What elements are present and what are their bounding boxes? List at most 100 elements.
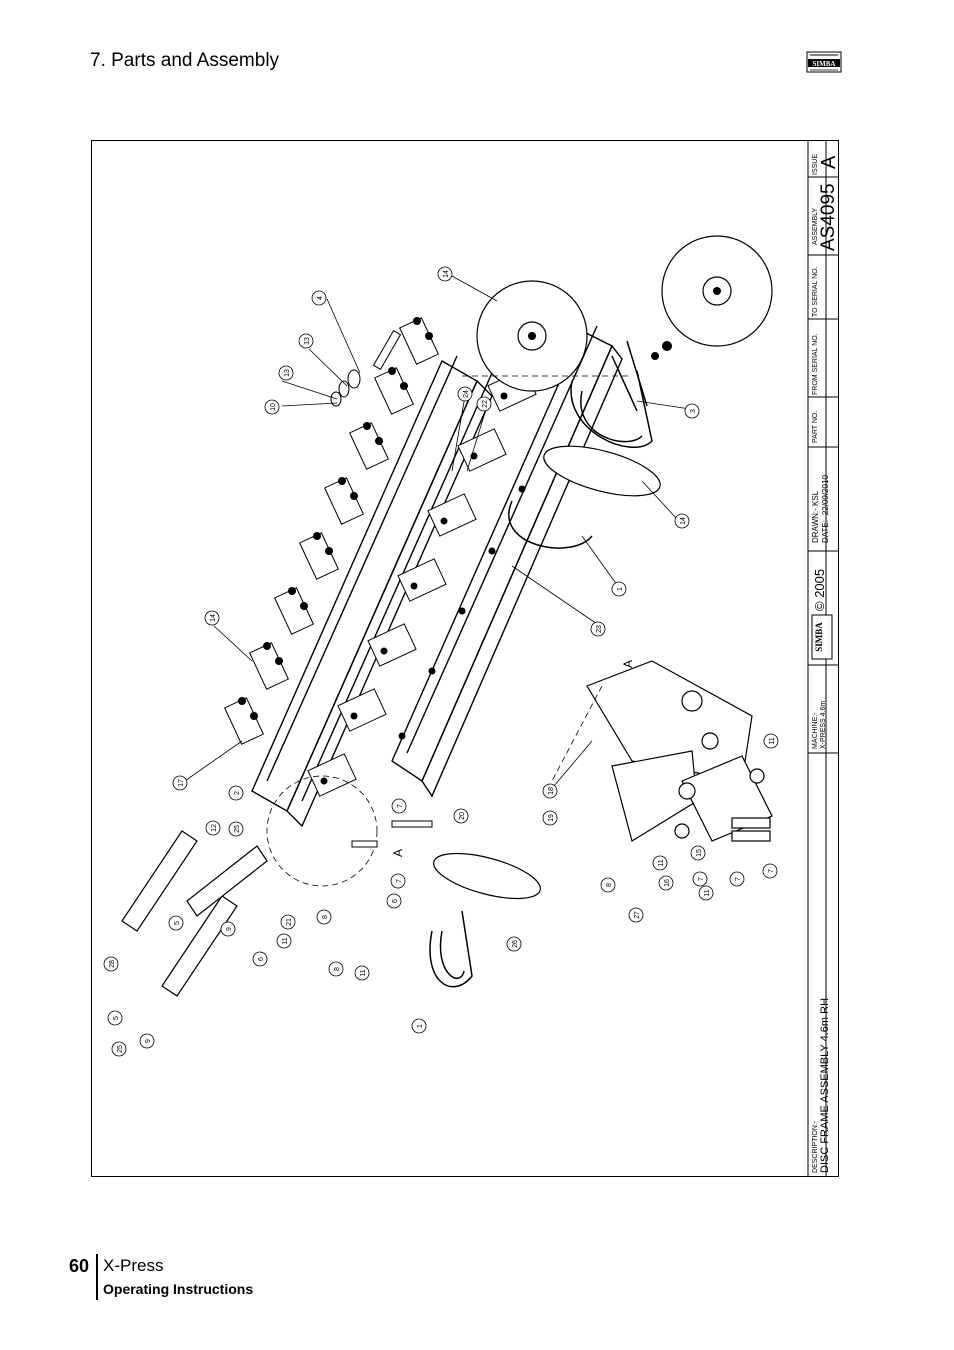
callout-label: 23 — [596, 625, 603, 633]
callout-label: 28 — [109, 960, 116, 968]
callout-13: 13 — [278, 365, 294, 381]
upper-brackets — [224, 317, 439, 745]
section-title: 7. Parts and Assembly — [90, 50, 280, 71]
svg-text:SIMBA: SIMBA — [813, 60, 836, 68]
callout-label: 5 — [113, 1016, 120, 1020]
callout-label: 7 — [396, 879, 403, 883]
date-label: DATE:- 22/09/2010 — [821, 475, 830, 543]
callout-11: 11 — [652, 855, 668, 871]
detail-dashes — [266, 375, 632, 887]
callout-28: 28 — [103, 956, 119, 972]
callout-label: 27 — [634, 911, 641, 919]
callout-18: 18 — [542, 783, 558, 799]
bolt-heads-upper — [238, 317, 433, 720]
from-serial-label: FROM SERIAL NO. — [812, 333, 819, 395]
callout-2: 2 — [228, 785, 244, 801]
callout-10: 10 — [264, 399, 280, 415]
callout-14: 14 — [674, 513, 690, 529]
callout-label: 8 — [322, 915, 329, 919]
callout-7: 7 — [390, 873, 406, 889]
callout-26: 26 — [506, 936, 522, 952]
callout-label: 11 — [360, 969, 367, 976]
callout-7: 7 — [692, 871, 708, 887]
callout-label: 22 — [482, 400, 489, 408]
machine-value: X-PRESS 4.6m — [820, 700, 827, 749]
description-value: DISC FRAME ASSEMBLY 4.6m RH — [819, 997, 831, 1173]
callout-7: 7 — [729, 871, 745, 887]
copyright-text: © 2005 — [812, 568, 827, 611]
callout-label: 25 — [117, 1045, 124, 1053]
callout-label: 10 — [270, 403, 277, 411]
callout-label: 14 — [680, 517, 687, 525]
simba-title-logo: SIMBA — [811, 614, 833, 660]
callout-label: 17 — [178, 779, 185, 787]
callout-11: 11 — [354, 965, 370, 981]
callout-9: 9 — [139, 1033, 155, 1049]
callout-label: 7 — [735, 877, 742, 881]
callout-8: 8 — [600, 877, 616, 893]
callout-label: 2 — [234, 791, 241, 795]
callout-layer: 1112345566777778889910111111111112131314… — [103, 266, 779, 1057]
callout-label: 9 — [226, 927, 233, 931]
callout-label: 1 — [417, 1024, 424, 1028]
callout-label: 4 — [317, 296, 324, 300]
callout-label: 14 — [210, 614, 217, 622]
assembly-value: AS4095 — [818, 183, 839, 251]
disc-hubs — [528, 287, 721, 360]
callout-5: 5 — [107, 1010, 123, 1026]
disc-arms — [429, 340, 653, 988]
callout-20: 20 — [453, 808, 469, 824]
callout-label: 18 — [548, 787, 555, 795]
callout-27: 27 — [628, 907, 644, 923]
callout-label: 1 — [617, 587, 624, 591]
footer-divider — [96, 1254, 98, 1300]
detail-view-a — [586, 660, 773, 842]
callout-6: 6 — [252, 951, 268, 967]
callout-24: 24 — [457, 386, 473, 402]
callout-14: 14 — [204, 610, 220, 626]
callout-label: 19 — [548, 814, 555, 822]
callout-label: 15 — [696, 849, 703, 857]
callout-label: 8 — [334, 967, 341, 971]
fasteners — [330, 329, 433, 848]
callout-17: 17 — [172, 775, 188, 791]
callout-5: 5 — [168, 915, 184, 931]
callout-8: 8 — [316, 909, 332, 925]
callout-label: 9 — [145, 1039, 152, 1043]
callout-label: 11 — [282, 937, 289, 944]
callout-4: 4 — [311, 290, 327, 306]
callout-label: 21 — [286, 918, 293, 926]
description-label: DESCRIPTION:- — [812, 1120, 819, 1173]
callout-14: 14 — [437, 266, 453, 282]
callout-label: 7 — [768, 869, 775, 873]
callout-11: 11 — [698, 885, 714, 901]
callout-label: 25 — [234, 825, 241, 833]
callout-21: 21 — [280, 914, 296, 930]
callout-label: 24 — [463, 390, 470, 398]
callout-label: 20 — [459, 812, 466, 820]
callout-label: 26 — [512, 940, 519, 948]
callout-3: 3 — [684, 403, 700, 419]
callout-label: 5 — [174, 921, 181, 925]
machine-label: MACHINE:- — [812, 712, 819, 749]
callout-1: 1 — [611, 581, 627, 597]
callout-label: 8 — [606, 883, 613, 887]
hitch-linkage — [121, 830, 268, 997]
callout-label: 11 — [704, 889, 711, 896]
callout-22: 22 — [476, 396, 492, 412]
callout-23: 23 — [590, 621, 606, 637]
callout-label: 6 — [258, 957, 265, 961]
callout-19: 19 — [542, 810, 558, 826]
callout-label: 7 — [397, 804, 404, 808]
section-marker-a: A — [621, 660, 635, 668]
exploded-assembly-drawing: A A 111234556677777888991011111111111213… — [103, 141, 838, 1176]
callout-16: 16 — [658, 875, 674, 891]
callout-15: 15 — [690, 845, 706, 861]
simba-logo: SIMBA — [806, 51, 842, 73]
drawing-frame: A A 111234556677777888991011111111111213… — [91, 140, 840, 1177]
callout-label: 6 — [392, 899, 399, 903]
callout-6: 6 — [386, 893, 402, 909]
product-name: X-Press — [103, 1256, 164, 1275]
bolt-heads-lower — [320, 392, 526, 785]
callout-label: 14 — [443, 270, 450, 278]
